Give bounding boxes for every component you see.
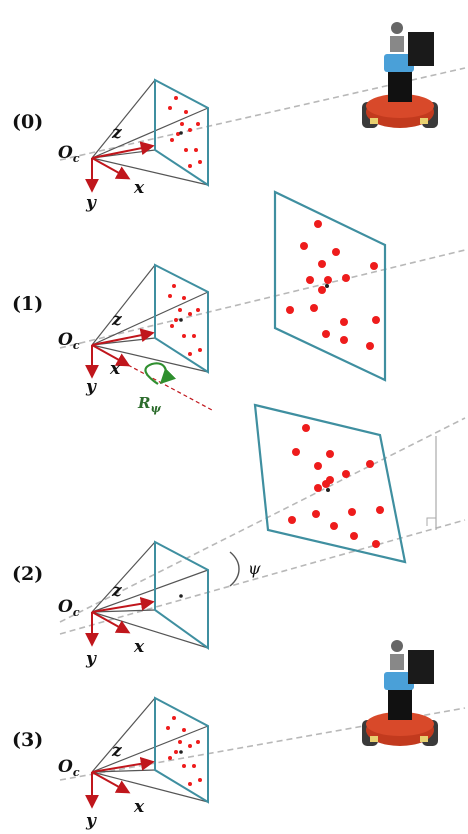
z-axis-label-1: z: [111, 310, 122, 330]
step-label-1: (1): [12, 293, 43, 315]
angle-label: ψ: [248, 559, 261, 578]
origin-label-3: Oc: [58, 757, 80, 779]
ray-2b: [59, 519, 466, 635]
markers-1: [168, 284, 202, 356]
markers-3: [166, 716, 202, 786]
frustum-1: [91, 264, 209, 373]
target-plane-2: [253, 403, 407, 564]
image-center-1: [179, 318, 183, 322]
axes-2: [85, 596, 155, 647]
ray-2a: [59, 417, 466, 623]
y-axis-label-2: y: [85, 649, 97, 669]
target-plane-1: [273, 190, 387, 382]
step-label-0: (0): [12, 111, 43, 133]
frustum-2: [91, 541, 209, 649]
step-3: (3) z x y Oc: [12, 640, 466, 831]
rotation-arrow: [144, 362, 177, 385]
markers-0: [168, 96, 202, 168]
image-center-3: [179, 750, 183, 754]
frustum-3: [91, 697, 209, 803]
step-label-3: (3): [12, 729, 43, 751]
image-plane-3: [154, 696, 209, 804]
ray-1: [59, 249, 466, 349]
y-axis-label-0: y: [85, 193, 97, 213]
frustum-0: [91, 79, 209, 186]
axes-3: [85, 756, 155, 809]
image-center-2: [179, 594, 183, 598]
robot-icon: [362, 640, 438, 746]
target-markers-2: [288, 424, 384, 548]
robot-icon: [362, 22, 438, 128]
step-label-2: (2): [12, 563, 43, 585]
angle-arc: [229, 551, 240, 587]
rotation-label: Rψ: [137, 394, 161, 415]
y-axis-label-3: y: [85, 811, 97, 831]
x-axis-label-3: x: [133, 797, 145, 817]
target-center-2: [326, 488, 330, 492]
x-axis-label-0: x: [133, 178, 145, 198]
target-center-1: [325, 284, 329, 288]
z-axis-label-2: z: [111, 581, 122, 601]
axes-1: [85, 328, 155, 379]
origin-label-0: Oc: [58, 143, 80, 165]
x-axis-label-2: x: [133, 637, 145, 657]
step-1: (1): [12, 190, 466, 415]
origin-label-1: Oc: [58, 330, 80, 352]
image-center-0: [179, 131, 183, 135]
step-2: (2) ψ z x y: [12, 403, 466, 669]
image-plane-0: [154, 78, 209, 187]
step-0: (0) z x y Oc: [12, 22, 466, 213]
origin-label-2: Oc: [58, 597, 80, 619]
axes-0: [85, 141, 155, 193]
image-plane-1: [154, 263, 209, 374]
x-axis-label-1: x: [109, 359, 121, 379]
y-axis-label-1: y: [85, 377, 97, 397]
target-markers-1: [286, 220, 380, 350]
right-angle-mark: [426, 517, 436, 526]
z-axis-label-3: z: [111, 741, 122, 761]
image-plane-2: [154, 540, 209, 650]
z-axis-label-0: z: [111, 123, 122, 143]
rotation-axis: [127, 364, 213, 411]
